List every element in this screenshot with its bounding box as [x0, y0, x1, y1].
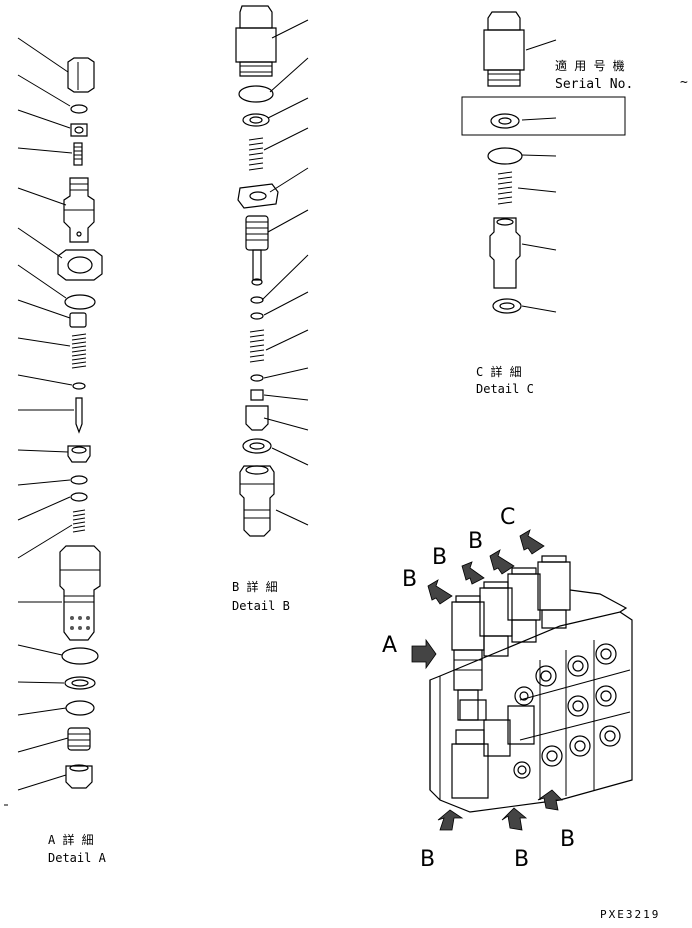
callout-b6: B	[560, 827, 575, 852]
callout-b4: B	[420, 847, 435, 872]
detail-c-label-en: Detail C	[476, 382, 534, 396]
detail-b-parts	[235, 5, 309, 537]
control-valve-assembly	[429, 555, 633, 813]
callout-arrows	[411, 529, 563, 831]
callout-b1: B	[402, 567, 417, 592]
serial-label-jp: 適 用 号 機	[555, 58, 625, 73]
arrow-b5	[501, 807, 528, 831]
detail-c-parts	[461, 11, 626, 314]
callout-b3: B	[468, 529, 483, 554]
serial-range-symbol: ~	[680, 75, 688, 90]
callout-c: C	[500, 505, 515, 530]
arrow-b4	[437, 809, 464, 831]
callout-b2: B	[432, 545, 447, 570]
callout-b5: B	[514, 847, 529, 872]
arrow-b1	[427, 579, 453, 605]
callout-a: A	[382, 633, 397, 658]
detail-a-label-en: Detail A	[48, 851, 107, 865]
detail-b-label-jp: B 詳 細	[232, 579, 278, 594]
drawing-code: PXE3219	[600, 908, 660, 921]
arrow-c	[519, 529, 545, 555]
arrow-b6	[537, 789, 563, 811]
serial-label-en: Serial No.	[555, 77, 633, 92]
detail-a-label-jp: A 詳 細	[48, 832, 94, 847]
arrow-b2	[461, 561, 485, 585]
detail-a-parts	[4, 37, 103, 806]
detail-b-label-en: Detail B	[232, 599, 290, 613]
serial-applicability-box	[461, 96, 626, 136]
arrow-a	[411, 638, 437, 670]
detail-c-label-jp: C 詳 細	[476, 364, 522, 379]
arrow-b3	[489, 549, 515, 575]
